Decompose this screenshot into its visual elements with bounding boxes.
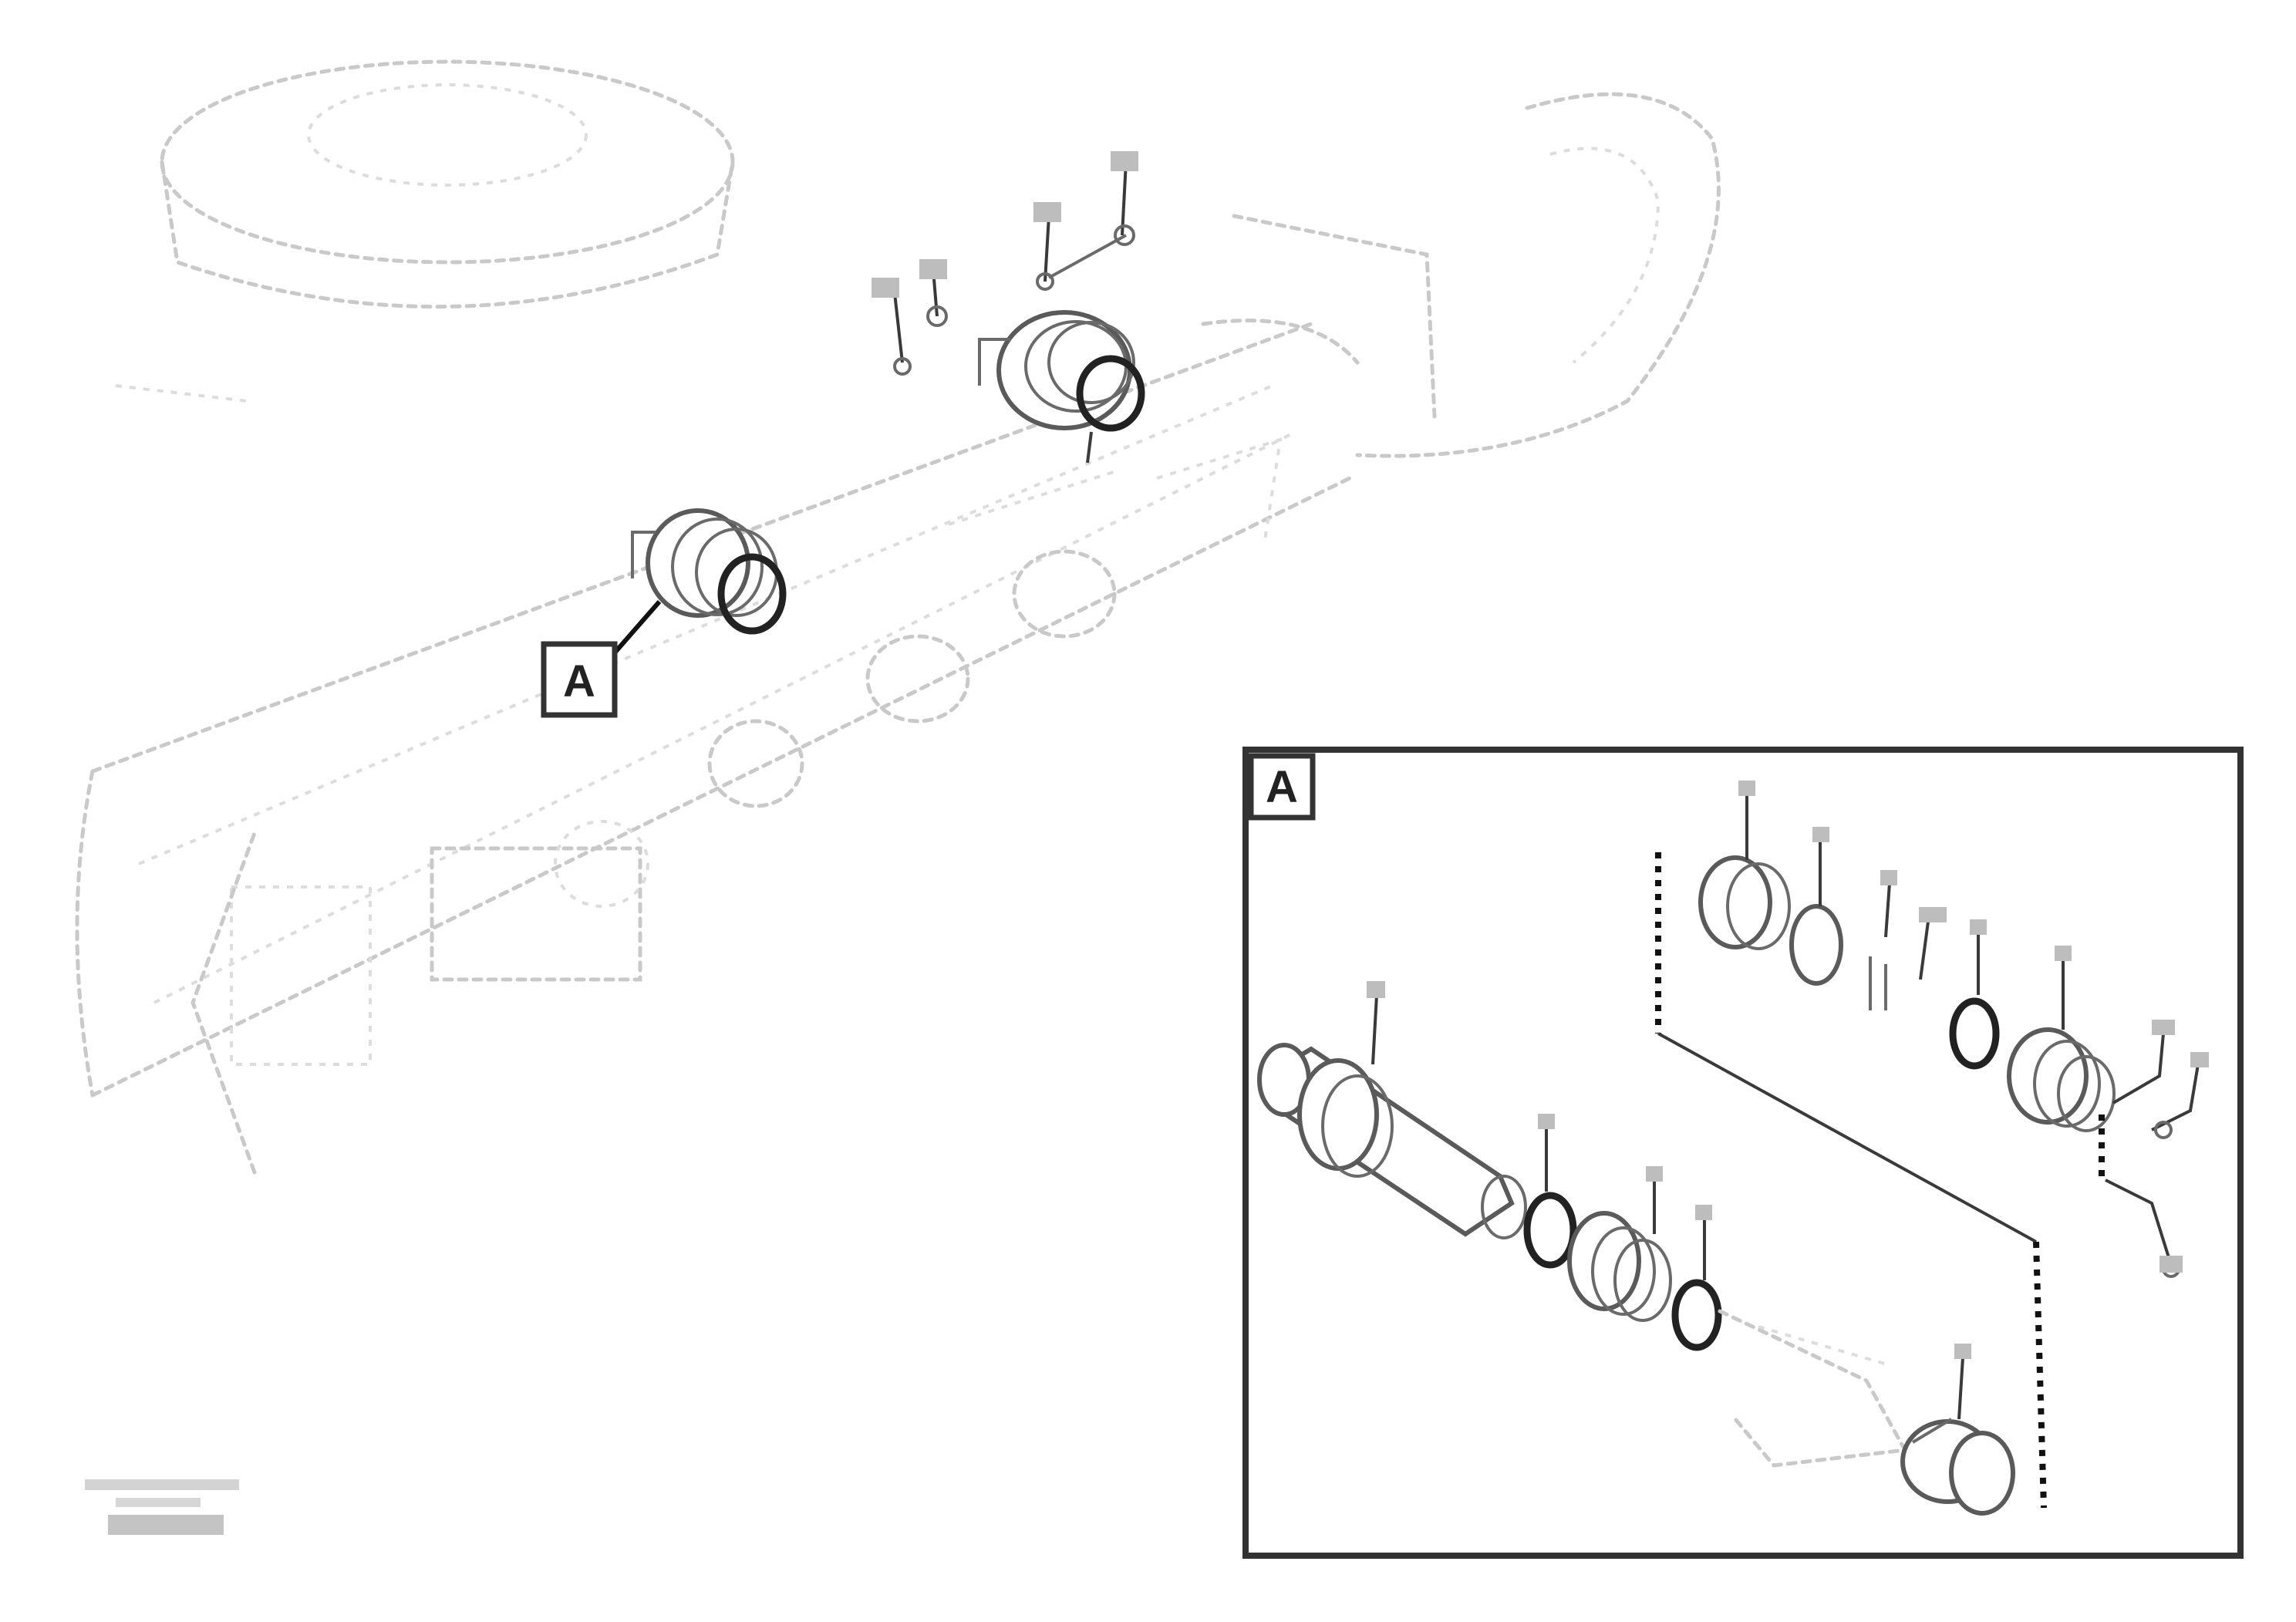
view-tag-main[interactable]: A <box>541 641 618 718</box>
detail-inset: A <box>1242 747 2244 1559</box>
upper-bushing-assembly <box>872 151 1145 464</box>
view-tag-inset-letter: A <box>1266 762 1298 812</box>
shaft-seals <box>1523 1126 1722 1351</box>
pivot-pin <box>1257 994 1527 1239</box>
view-tag-inset[interactable]: A <box>1248 753 1316 821</box>
drawing-stamp <box>85 1479 239 1535</box>
inset-bushing-bottom <box>1900 1357 2015 1516</box>
callout-number-mark <box>919 259 947 279</box>
callout-number-mark <box>872 278 899 298</box>
view-tag-main-letter: A <box>563 656 595 706</box>
callout-number-mark <box>1111 151 1138 171</box>
inset-callout-marks <box>1367 781 2209 1359</box>
lower-bushing-assembly <box>603 508 787 665</box>
inset-upper-row <box>1698 794 2200 1278</box>
callout-number-mark <box>1033 202 1061 222</box>
